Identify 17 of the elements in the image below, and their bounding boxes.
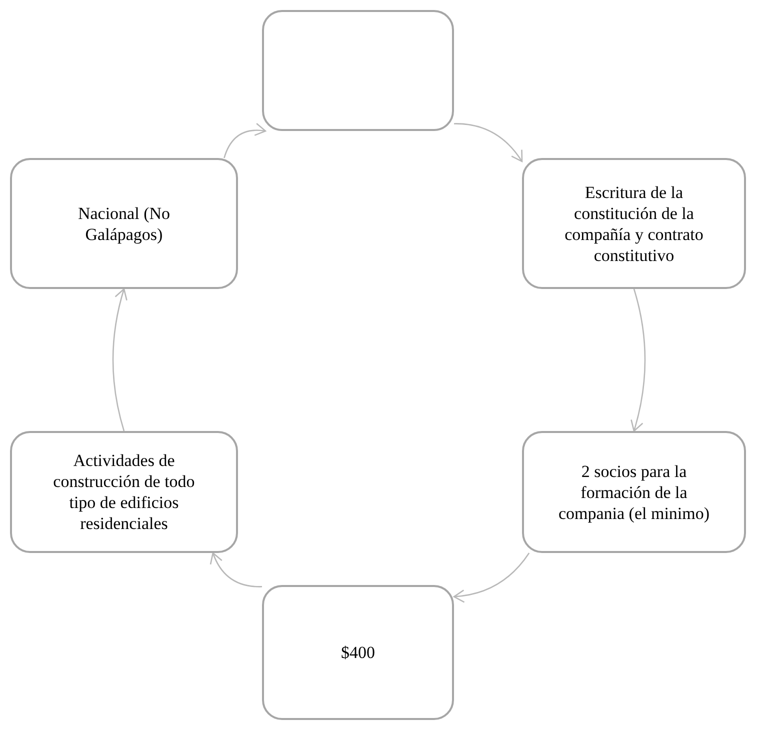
- rounded-box: [262, 585, 454, 720]
- rounded-box: [522, 158, 746, 289]
- rounded-box: [10, 158, 238, 289]
- rounded-box: [262, 10, 454, 131]
- rounded-box: [522, 431, 746, 553]
- box-text: 2 socios para la formación de la compania (el minimo): [557, 460, 711, 524]
- box-text: $400: [341, 642, 375, 663]
- curved-arrow: [224, 123, 266, 158]
- box-text: Actividades de construcción de todo tipo de edificios residenciales: [52, 450, 196, 534]
- curved-arrow: [453, 552, 530, 602]
- curved-arrow: [630, 288, 646, 432]
- curved-arrow: [454, 123, 523, 162]
- rounded-box: [10, 431, 238, 553]
- box-text: Nacional (No Galápagos): [76, 202, 172, 244]
- curved-arrow: [112, 288, 128, 432]
- curved-arrow: [210, 552, 262, 588]
- box-text: Escritura de la constitución de la compañía y contrato constitutivo: [564, 182, 704, 266]
